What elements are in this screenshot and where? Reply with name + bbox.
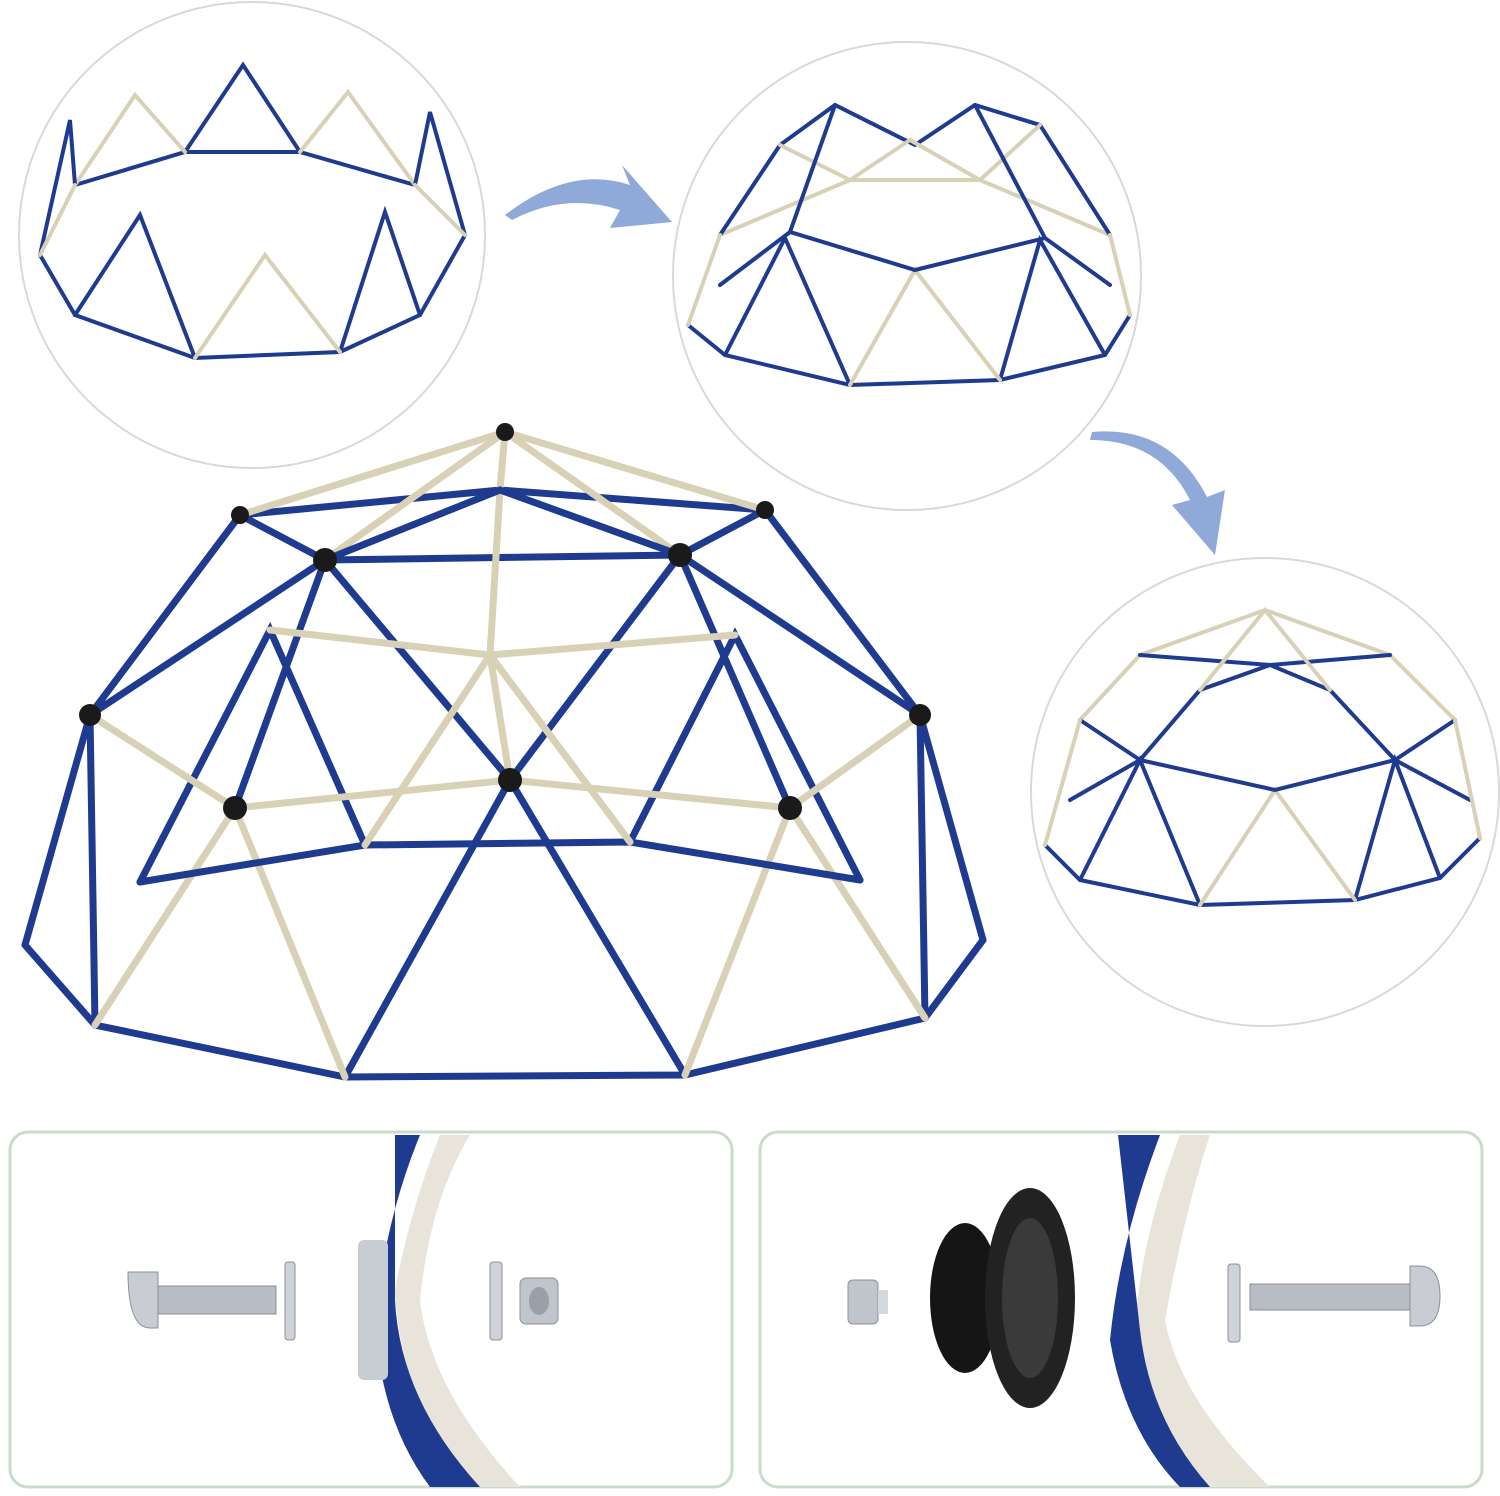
step-1-base-ring <box>38 61 467 361</box>
connector-cap-icon <box>231 506 249 524</box>
washer-icon <box>1227 1263 1241 1343</box>
step-3-completed-dome <box>1043 606 1482 908</box>
connector-cap-icon <box>313 548 337 572</box>
connector-cap-icon <box>223 796 247 820</box>
step-2-middle-layer <box>686 102 1132 388</box>
bolt-assembly-detail <box>8 1130 734 1489</box>
bolt-icon <box>1249 1265 1441 1327</box>
dome-connector-caps <box>79 423 931 820</box>
bolt-icon <box>127 1271 277 1329</box>
connector-cap-icon <box>496 423 514 441</box>
connector-cap-icon <box>909 704 931 726</box>
connector-cap-icon <box>79 704 101 726</box>
connector-cap-icon <box>778 796 802 820</box>
washer-icon <box>489 1261 503 1341</box>
connector-cap-icon <box>498 768 522 792</box>
connector-cap-icon <box>756 501 774 519</box>
washer-icon <box>284 1261 296 1341</box>
nut-icon <box>519 1277 559 1325</box>
connector-cap-icon <box>668 543 692 567</box>
arrow-down-icon <box>1090 431 1225 555</box>
arrow-right-icon <box>505 165 672 228</box>
assembled-climbing-dome <box>21 427 987 1081</box>
stage-2-circle <box>672 41 1142 511</box>
stage-3-circle <box>1030 557 1500 1027</box>
stage-1-circle <box>18 1 486 469</box>
cap-connector-detail <box>758 1130 1484 1489</box>
rubber-cap-icon <box>930 1188 1075 1408</box>
nut-icon <box>847 1279 888 1325</box>
